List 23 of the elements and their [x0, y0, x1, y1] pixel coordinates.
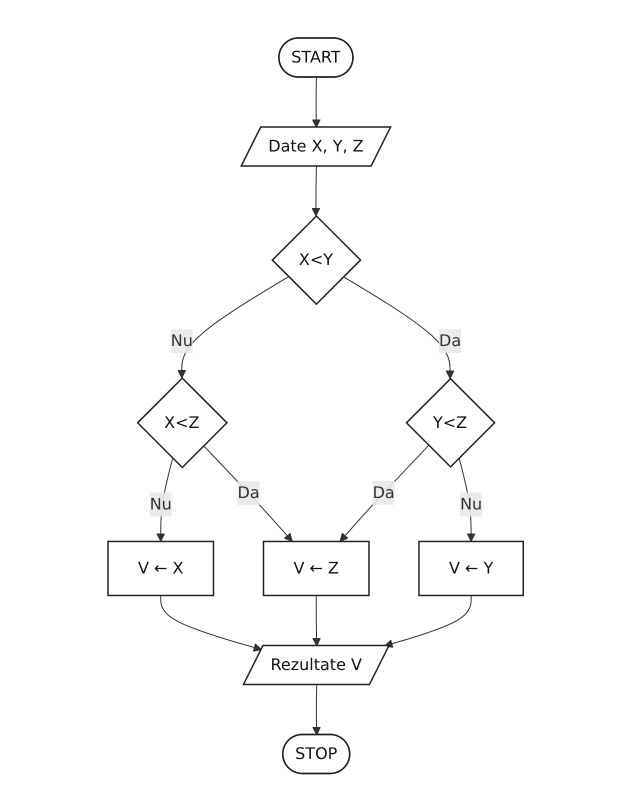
arrow	[312, 77, 322, 128]
node-box: V ← X	[108, 540, 215, 596]
arrow	[340, 445, 430, 542]
node-box: V ← Y	[418, 540, 524, 596]
edge-label: Da	[372, 483, 396, 502]
edge-label: Da	[238, 483, 260, 502]
arrow	[203, 445, 294, 542]
edge-label: Nu	[460, 494, 483, 514]
arrow	[178, 276, 290, 379]
node-box: V ← Z	[263, 540, 370, 596]
node-diamond: X<Y	[272, 215, 362, 306]
arrow	[160, 595, 262, 652]
arrow	[156, 458, 174, 542]
edge-label: Nu	[171, 331, 194, 350]
arrow	[312, 595, 322, 647]
arrow	[343, 276, 455, 380]
edge-label: Da	[439, 331, 462, 350]
arrow	[312, 684, 322, 736]
edge-label: Nu	[150, 494, 172, 514]
arrow	[312, 166, 321, 217]
node-diamond: X<Z	[136, 377, 228, 469]
node-diamond: Y<Z	[406, 378, 496, 468]
arrow	[384, 595, 472, 648]
